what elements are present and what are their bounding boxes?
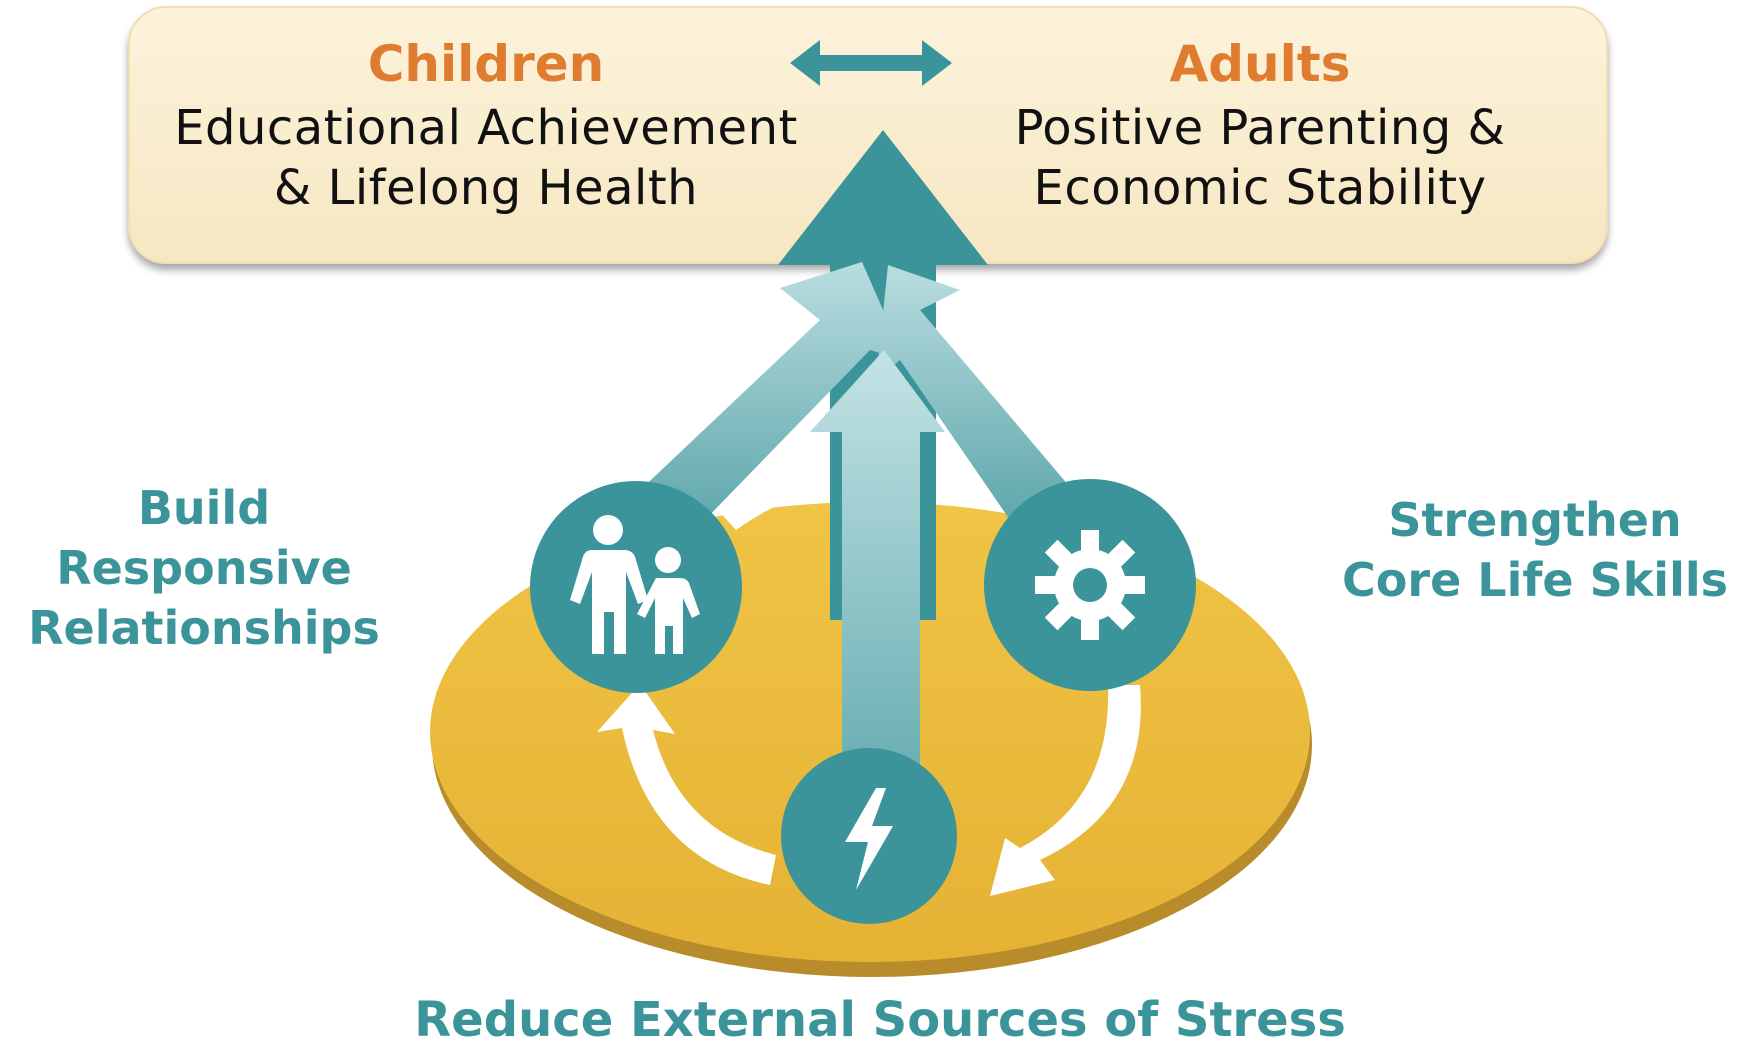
children-line-1: Educational Achievement <box>174 100 798 156</box>
children-line-2: & Lifelong Health <box>273 160 699 216</box>
children-outcome: Children Educational Achievement & Lifel… <box>128 30 844 218</box>
adults-outcome: Adults Positive Parenting & Economic Sta… <box>950 30 1570 218</box>
parent-child-icon <box>530 481 742 693</box>
skills-label-line-2: Core Life Skills <box>1342 553 1728 607</box>
adults-line-1: Positive Parenting & <box>1014 100 1506 156</box>
adults-heading: Adults <box>1169 35 1351 93</box>
flow-arrows <box>635 130 1075 770</box>
double-arrow-icon <box>790 40 952 86</box>
relationships-label: Build Responsive Relationships <box>0 478 408 658</box>
stress-label: Reduce External Sources of Stress <box>414 992 1346 1048</box>
gear-icon <box>984 479 1196 691</box>
skills-label: Strengthen Core Life Skills <box>1312 490 1758 610</box>
relationships-label-line-2: Responsive <box>56 541 352 595</box>
adults-line-2: Economic Stability <box>1033 160 1487 216</box>
relationships-label-line-1: Build <box>137 481 271 535</box>
lightning-icon <box>781 748 957 924</box>
children-heading: Children <box>367 35 605 93</box>
relationships-label-line-3: Relationships <box>28 601 380 655</box>
skills-label-line-1: Strengthen <box>1388 493 1682 547</box>
